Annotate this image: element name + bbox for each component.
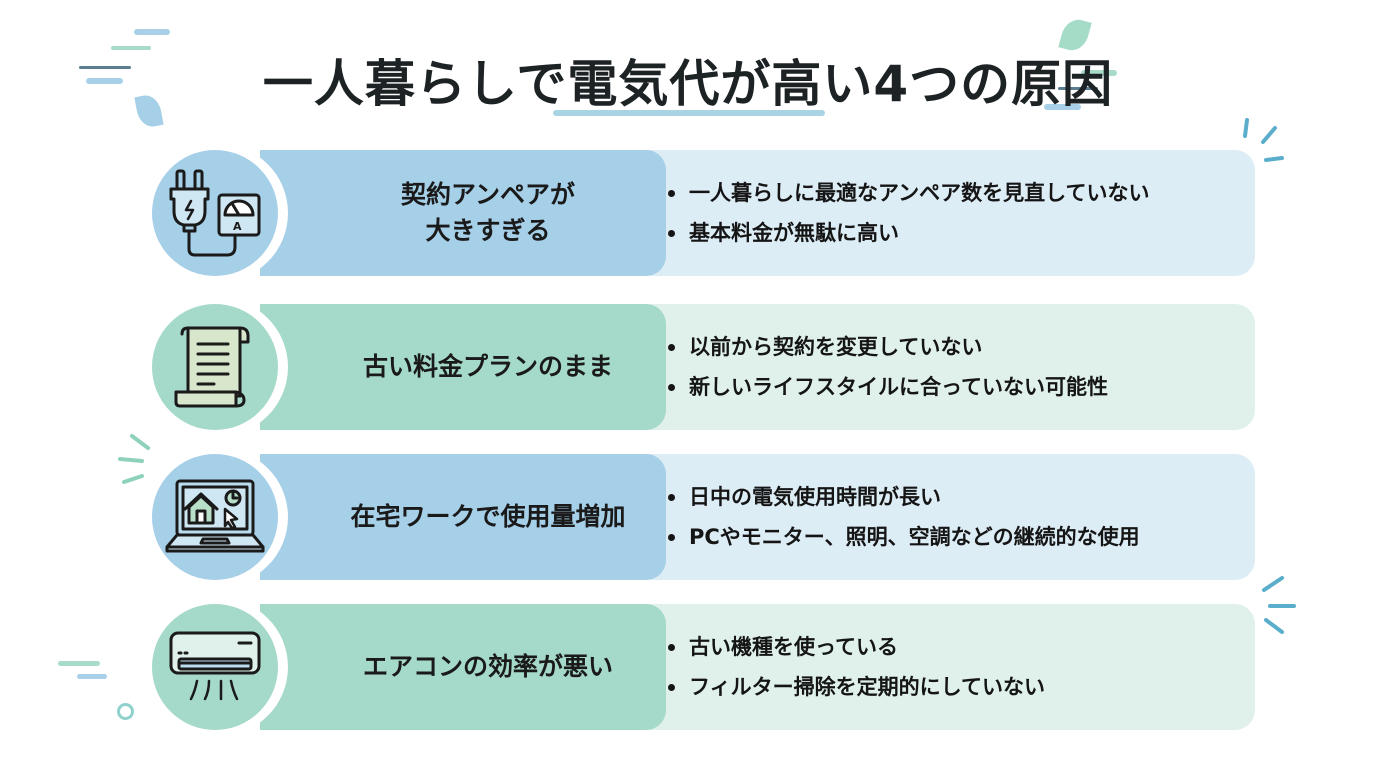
cause-details: 日中の電気使用時間が長い PCやモニター、照明、空調などの継続的な使用 (630, 454, 1255, 580)
decor-line (134, 29, 170, 35)
icon-circle (152, 454, 278, 580)
bullet-dot-icon (668, 493, 675, 501)
scroll-document-icon (174, 326, 250, 408)
bullet-dot-icon (668, 343, 675, 351)
bullet-item: PCやモニター、照明、空調などの継続的な使用 (668, 517, 1255, 557)
title-underline (553, 110, 825, 116)
decor-line (1058, 87, 1098, 90)
bullet-item: 基本料金が無駄に高い (668, 213, 1255, 253)
cause-heading: 契約アンペアが 大きすぎる (260, 150, 666, 276)
plug-ammeter-icon: A (169, 169, 261, 257)
decor-line (58, 661, 100, 666)
icon-circle: A (152, 150, 278, 276)
bullet-item: フィルター掃除を定期的にしていない (668, 667, 1255, 707)
bullet-dot-icon (668, 383, 675, 391)
decor-line (1044, 104, 1081, 110)
cause-row-1: 一人暮らしに最適なアンペア数を見直していない 基本料金が無駄に高い 契約アンペア… (150, 144, 1255, 282)
page-title: 一人暮らしで電気代が高い4つの原因 (262, 55, 1114, 113)
bullet-dot-icon (668, 533, 675, 541)
bullet-dot-icon (668, 683, 675, 691)
decor-sparkle-lines (1243, 118, 1284, 162)
bullet-item: 日中の電気使用時間が長い (668, 477, 1255, 517)
cause-heading: 在宅ワークで使用量増加 (260, 454, 666, 580)
decor-sparkle-lines (1262, 576, 1296, 634)
cause-heading: 古い料金プランのまま (260, 304, 666, 430)
decor-line (111, 46, 151, 50)
cause-details: 古い機種を使っている フィルター掃除を定期的にしていない (630, 604, 1255, 730)
decor-line (1081, 70, 1117, 76)
cause-row-4: 古い機種を使っている フィルター掃除を定期的にしていない エアコンの効率が悪い (150, 598, 1255, 736)
icon-circle (152, 304, 278, 430)
bullet-item: 一人暮らしに最適なアンペア数を見直していない (668, 173, 1255, 213)
bullet-dot-icon (668, 229, 675, 237)
bullet-item: 新しいライフスタイルに合っていない可能性 (668, 367, 1255, 407)
cause-details: 一人暮らしに最適なアンペア数を見直していない 基本料金が無駄に高い (630, 150, 1255, 276)
air-conditioner-icon (169, 631, 261, 701)
decor-sparkle-lines (118, 434, 150, 484)
decor-line (86, 78, 123, 84)
laptop-home-icon (165, 479, 265, 553)
cause-row-2: 以前から契約を変更していない 新しいライフスタイルに合っていない可能性 古い料金… (150, 298, 1255, 436)
decor-line (79, 66, 131, 69)
bullet-item: 以前から契約を変更していない (668, 327, 1255, 367)
bullet-dot-icon (668, 189, 675, 197)
cause-details: 以前から契約を変更していない 新しいライフスタイルに合っていない可能性 (630, 304, 1255, 430)
cause-heading: エアコンの効率が悪い (260, 604, 666, 730)
bullet-dot-icon (668, 643, 675, 651)
svg-text:A: A (233, 220, 242, 233)
icon-circle (152, 604, 278, 730)
decor-circle (117, 703, 134, 720)
decor-line (77, 674, 107, 679)
cause-row-3: 日中の電気使用時間が長い PCやモニター、照明、空調などの継続的な使用 在宅ワー… (150, 448, 1255, 586)
bullet-item: 古い機種を使っている (668, 627, 1255, 667)
